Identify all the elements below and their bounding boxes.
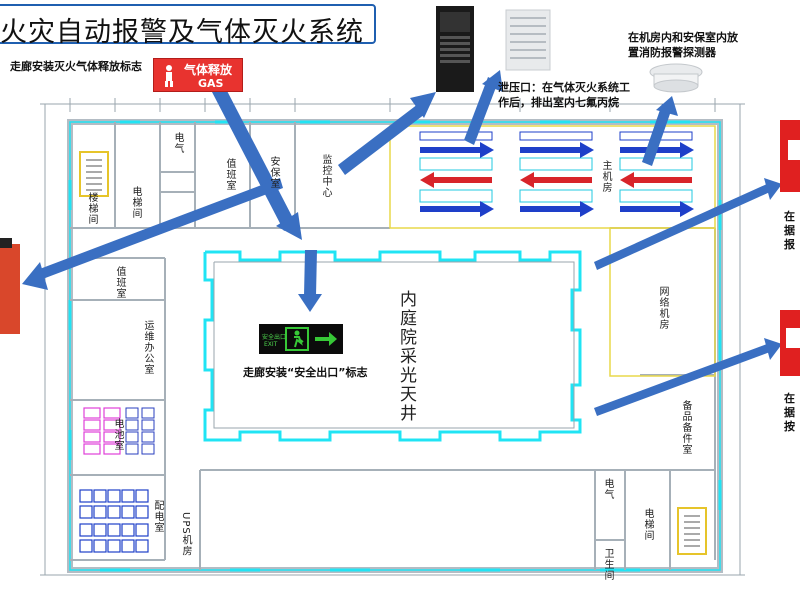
dimension-lines — [40, 98, 745, 576]
arrow-gas-sign — [212, 85, 296, 231]
right-text-upper-1: 在 — [784, 210, 795, 223]
arrow-exit-head — [298, 294, 322, 312]
title-box: 火灾自动报警及气体灭火系统 — [0, 4, 376, 48]
machine-room-outline — [389, 125, 716, 377]
manual-alarm-icon — [780, 310, 800, 376]
cabinet-icon — [436, 6, 474, 92]
room-security: 安保室 — [268, 156, 279, 189]
room-stair-top: 楼梯间 — [86, 192, 97, 225]
interior-walls — [70, 122, 716, 570]
arrow-gas-sign-head — [276, 212, 302, 240]
room-elevator-top: 电梯间 — [130, 186, 141, 219]
arrow-exit — [304, 250, 317, 296]
battery-racks-small — [125, 407, 155, 455]
rack-block-2 — [519, 131, 593, 203]
arrow-cabinet-head — [410, 92, 436, 118]
courtyard-inner-outline — [213, 261, 575, 429]
room-main: 主机房 — [600, 160, 611, 193]
right-text-lower-2: 据 — [784, 406, 795, 419]
room-network: 网络机房 — [657, 286, 668, 330]
room-elec-bottom: 电气 — [602, 478, 613, 500]
courtyard-label: 内庭院采光天井 — [396, 290, 416, 423]
arrow-vent — [464, 77, 498, 145]
gas-release-sign: 气体释放 GAS — [153, 58, 243, 92]
room-elec-top: 电气 — [172, 132, 183, 154]
exit-sign-cn: 安全出口 — [262, 334, 287, 341]
stair-bottom-right — [677, 507, 707, 555]
caption-exit-sign: 走廊安装“安全出口”标志 — [243, 366, 368, 379]
battery-grid — [79, 489, 149, 553]
caption-detector-line2: 置消防报警探测器 — [628, 46, 716, 59]
smoke-detector-icon — [649, 63, 703, 93]
room-elevator-bottom: 电梯间 — [642, 508, 653, 541]
arrow-right-upper — [594, 184, 770, 270]
stair-top-left — [79, 151, 109, 197]
arrow-vent-head — [482, 70, 503, 92]
room-dist: 配电室 — [152, 500, 163, 533]
arrow-right-lower-head — [764, 338, 782, 360]
vent-icon — [505, 9, 551, 71]
arrow-detector — [642, 104, 672, 166]
pink-racks — [83, 407, 121, 455]
caption-vent-line2: 作后，排出室内七氟丙烷 — [498, 96, 619, 109]
room-duty: 值班室 — [224, 158, 235, 191]
arrow-extinguisher-head — [22, 262, 48, 290]
diagram-title: 火灾自动报警及气体灭火系统 — [0, 17, 364, 48]
room-duty-left: 值班室 — [114, 266, 125, 299]
exit-sign: 安全出口 EXIT — [259, 324, 343, 354]
right-text-lower-3: 按 — [784, 420, 795, 433]
room-monitor: 监控中心 — [320, 154, 331, 198]
caption-detector-line1: 在机房内和安保室内放 — [628, 31, 738, 44]
exit-arrow-icon — [285, 327, 337, 351]
running-man-icon — [165, 65, 173, 87]
exit-sign-en: EXIT — [264, 341, 278, 348]
caption-gas-sign: 走廊安装灭火气体释放标志 — [10, 60, 142, 73]
room-toilet: 卫生间 — [602, 548, 613, 581]
alarm-device-icon — [780, 120, 800, 192]
arrow-right-lower — [594, 344, 770, 416]
arrow-detector-head — [656, 96, 678, 116]
caption-vent-line1: 泄压口：在气体灭火系统工 — [498, 81, 630, 94]
room-spare: 备品备件室 — [680, 400, 691, 455]
room-battery: 电池室 — [112, 418, 123, 451]
arrow-extinguisher — [37, 178, 283, 280]
airflow-arrows — [420, 142, 694, 217]
room-office: 运维办公室 — [142, 320, 153, 375]
right-text-upper-2: 据 — [784, 224, 795, 237]
gas-sign-text: 气体释放 — [184, 63, 233, 77]
room-ups: UPS机房 — [180, 512, 191, 557]
right-text-lower-1: 在 — [784, 392, 795, 405]
rack-block-1 — [419, 131, 493, 203]
arrow-cabinet — [338, 104, 425, 175]
fire-extinguisher-icon — [0, 238, 20, 334]
gas-sign-subtext: GAS — [198, 77, 224, 90]
pointer-arrows — [22, 70, 782, 416]
right-text-upper-3: 报 — [784, 238, 795, 251]
arrow-right-upper-head — [764, 178, 782, 200]
courtyard-outline — [203, 250, 582, 442]
